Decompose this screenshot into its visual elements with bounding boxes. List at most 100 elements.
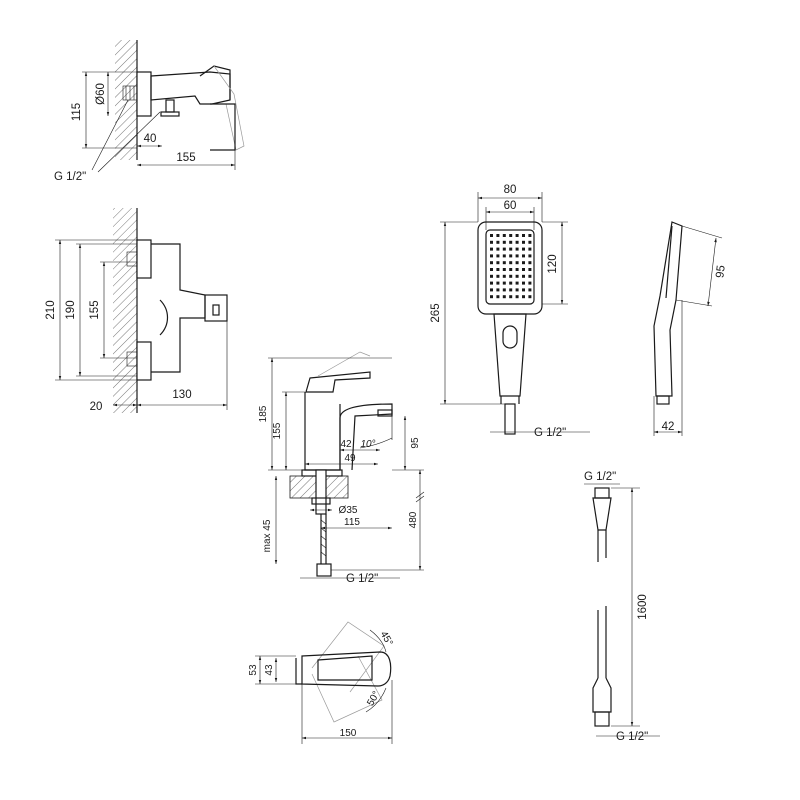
dim-mid-label: 43 bbox=[264, 664, 275, 676]
nozzle bbox=[515, 240, 519, 244]
nozzle bbox=[496, 268, 500, 271]
nozzle bbox=[515, 288, 519, 292]
wall-mixer-front-view: 210 190 155 20 130 bbox=[45, 208, 228, 413]
dim-face-height-label: 120 bbox=[547, 254, 559, 273]
nozzle bbox=[522, 288, 525, 292]
nozzle bbox=[515, 261, 519, 265]
nozzle bbox=[490, 234, 493, 237]
dim-angle-label: 10° bbox=[360, 439, 375, 450]
dim-wall-label: 20 bbox=[90, 401, 103, 413]
nozzle bbox=[496, 288, 500, 292]
dim-head-width-label: 80 bbox=[504, 184, 517, 196]
nozzle bbox=[490, 240, 493, 244]
basin-faucet-side-view: 185 155 42 10° 95 49 Ø35 115 max 45 480 … bbox=[258, 351, 425, 585]
nozzle bbox=[502, 295, 506, 299]
nozzle bbox=[490, 247, 493, 251]
dim-hose-label: 480 bbox=[408, 511, 419, 528]
nozzle bbox=[515, 268, 519, 271]
nozzle bbox=[515, 254, 519, 258]
nozzle bbox=[528, 247, 532, 251]
nozzle bbox=[509, 268, 513, 271]
nozzle bbox=[522, 295, 525, 299]
nozzle bbox=[522, 268, 525, 271]
thread-bottom-label: G 1/2" bbox=[616, 731, 648, 743]
nozzle bbox=[509, 240, 513, 244]
nozzle bbox=[509, 281, 513, 285]
nozzle bbox=[509, 254, 513, 258]
nozzle bbox=[509, 261, 513, 265]
dim-face-width-label: 60 bbox=[504, 200, 517, 212]
dim-reach-label: 115 bbox=[344, 517, 360, 528]
nozzle bbox=[502, 288, 506, 292]
dim-base-label: 49 bbox=[344, 453, 356, 464]
nozzle bbox=[528, 288, 532, 292]
dim-length-label: 1600 bbox=[637, 594, 649, 620]
nozzle bbox=[522, 274, 525, 278]
wall-hatch bbox=[113, 208, 137, 413]
nozzle bbox=[509, 295, 513, 299]
dim-outer-label: 190 bbox=[65, 300, 77, 319]
nozzle bbox=[496, 254, 500, 258]
nozzle bbox=[502, 268, 506, 271]
dim-inner-label: 155 bbox=[89, 300, 101, 319]
dim-angle-down-label: 50° bbox=[365, 689, 382, 708]
nozzle-grid bbox=[490, 234, 532, 299]
dim-angle-up-label: 45° bbox=[378, 629, 395, 648]
nozzle bbox=[528, 281, 532, 285]
wall-mixer-side-view: 115 Ø60 40 155 G 1/2" bbox=[54, 40, 245, 183]
thread-label: G 1/2" bbox=[54, 171, 86, 183]
dim-head-label: 95 bbox=[714, 265, 727, 279]
nozzle bbox=[496, 274, 500, 278]
nozzle bbox=[490, 288, 493, 292]
nozzle bbox=[528, 234, 532, 237]
hand-shower-side-view: 95 42 bbox=[653, 221, 728, 436]
basin-faucet-top-view: 53 43 45° 50° 150 bbox=[248, 621, 395, 744]
dim-total-label: 265 bbox=[430, 303, 442, 322]
nozzle bbox=[490, 254, 493, 258]
nozzle bbox=[509, 234, 513, 237]
dim-height-label: 115 bbox=[71, 103, 83, 121]
dim-length-label: 130 bbox=[172, 389, 191, 401]
nozzle bbox=[515, 274, 519, 278]
dim-body-label: 155 bbox=[272, 422, 283, 439]
nozzle bbox=[496, 281, 500, 285]
nozzle bbox=[522, 281, 525, 285]
nozzle bbox=[496, 234, 500, 237]
nozzle bbox=[502, 234, 506, 237]
nozzle bbox=[502, 261, 506, 265]
nozzle bbox=[502, 274, 506, 278]
nozzle bbox=[515, 295, 519, 299]
dim-left-label: 53 bbox=[248, 664, 259, 676]
nozzle bbox=[490, 274, 493, 278]
dim-diameter-label: Ø60 bbox=[95, 83, 107, 105]
nozzle bbox=[522, 234, 525, 237]
nozzle bbox=[490, 261, 493, 265]
nozzle bbox=[509, 274, 513, 278]
dim-spout-height-label: 95 bbox=[410, 437, 421, 449]
nozzle bbox=[509, 288, 513, 292]
dim-height-label: 185 bbox=[258, 405, 269, 422]
dim-spout-reach-label: 42 bbox=[340, 439, 352, 450]
nozzle bbox=[515, 234, 519, 237]
dim-total-label: 210 bbox=[45, 300, 57, 319]
nozzle bbox=[522, 240, 525, 244]
nozzle bbox=[522, 247, 525, 251]
thread-label: G 1/2" bbox=[346, 573, 378, 585]
hand-shower-front-view: 80 60 120 265 G 1/2" bbox=[430, 184, 590, 439]
dim-max-label: max 45 bbox=[262, 519, 273, 552]
dim-length-label: 150 bbox=[340, 728, 357, 739]
nozzle bbox=[509, 247, 513, 251]
nozzle bbox=[502, 247, 506, 251]
shower-hose: G 1/2" 1600 G 1/2" bbox=[584, 471, 660, 743]
nozzle bbox=[515, 281, 519, 285]
nozzle bbox=[528, 261, 532, 265]
nozzle bbox=[528, 240, 532, 244]
nozzle bbox=[502, 281, 506, 285]
nozzle bbox=[528, 268, 532, 271]
nozzle bbox=[490, 268, 493, 271]
nozzle bbox=[496, 247, 500, 251]
nozzle bbox=[496, 240, 500, 244]
dim-depth-label: 42 bbox=[662, 421, 675, 433]
nozzle bbox=[496, 261, 500, 265]
